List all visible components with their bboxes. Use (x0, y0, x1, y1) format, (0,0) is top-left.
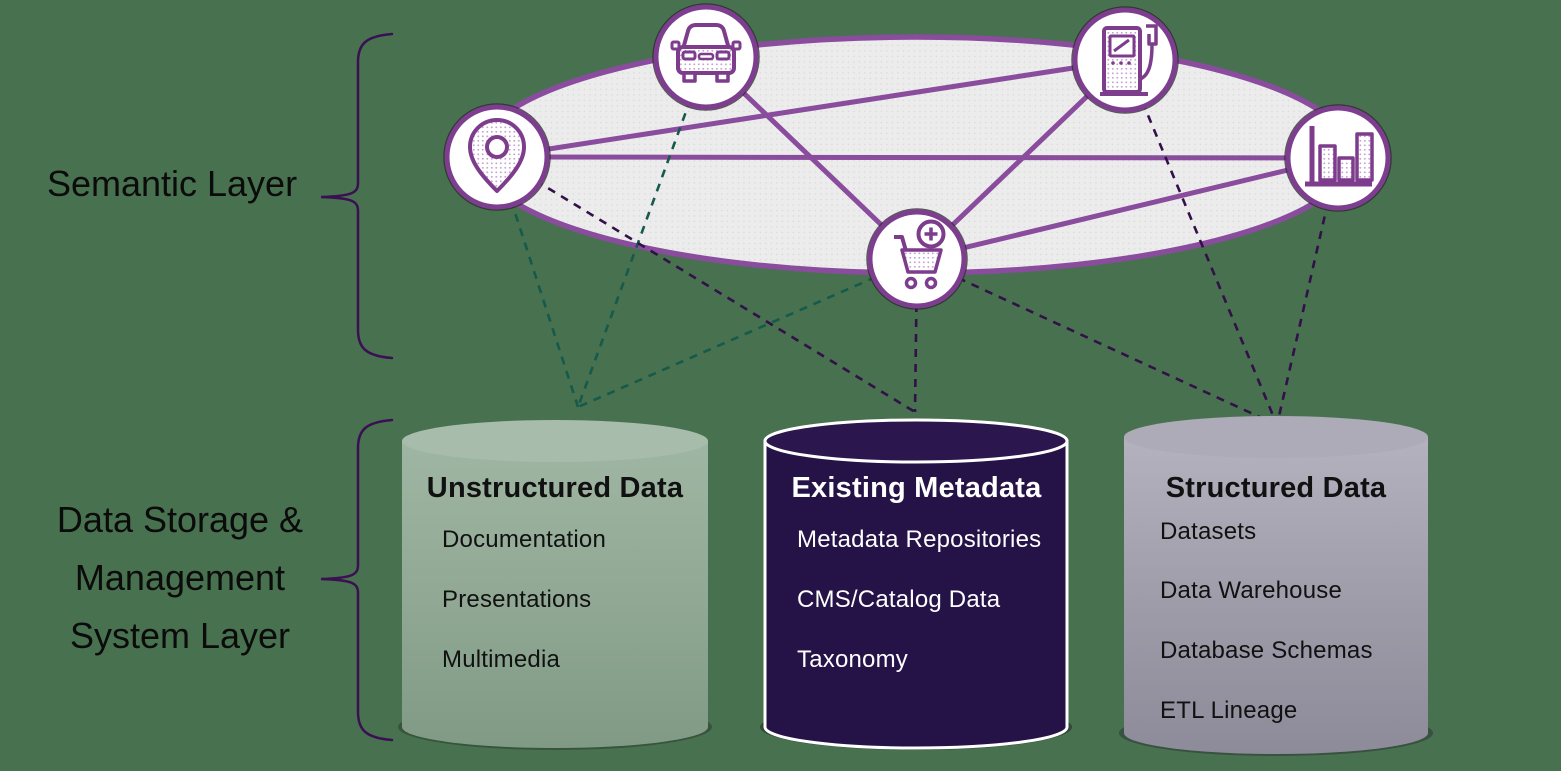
location-pin-icon (468, 118, 526, 193)
cylinder-existing-metadata (760, 418, 1072, 750)
metadata-item-cms-catalog: CMS/Catalog Data (797, 586, 1001, 613)
structured-item-data-warehouse: Data Warehouse (1160, 577, 1343, 604)
semantic-layer-label: Semantic Layer (46, 163, 298, 204)
node-location-pin (443, 103, 551, 211)
unstructured-data-title: Unstructured Data (426, 472, 684, 504)
dashed-connections-green (495, 56, 918, 409)
cylinder-structured-data (1119, 416, 1433, 756)
add-to-cart-icon (894, 219, 946, 290)
semantic-layer-brace (320, 32, 394, 360)
storage-layer-label-line1: Data Storage & (56, 499, 304, 540)
structured-item-database-schemas: Database Schemas (1160, 637, 1373, 664)
car-icon (670, 23, 742, 83)
node-bar-chart (1284, 104, 1392, 212)
metadata-item-repositories: Metadata Repositories (797, 526, 1042, 553)
storage-layer-label: Data Storage & Management System Layer (0, 491, 360, 665)
storage-layer-brace (320, 418, 394, 742)
structured-data-title: Structured Data (1165, 472, 1387, 504)
node-add-to-cart (866, 208, 968, 310)
structured-item-etl-lineage: ETL Lineage (1160, 697, 1298, 724)
metadata-item-taxonomy: Taxonomy (797, 646, 908, 673)
fuel-pump-icon (1100, 24, 1158, 96)
unstructured-item-presentations: Presentations (442, 586, 592, 613)
structured-item-datasets: Datasets (1160, 518, 1257, 545)
node-car (652, 3, 760, 111)
storage-layer-label-line3: System Layer (69, 615, 291, 656)
bar-chart-icon (1305, 126, 1374, 187)
unstructured-item-multimedia: Multimedia (442, 646, 561, 673)
existing-metadata-title: Existing Metadata (791, 472, 1042, 504)
unstructured-item-documentation: Documentation (442, 526, 607, 553)
storage-layer-label-line2: Management (74, 557, 286, 598)
cylinder-unstructured-data (398, 420, 712, 750)
node-fuel-pump (1071, 6, 1179, 114)
